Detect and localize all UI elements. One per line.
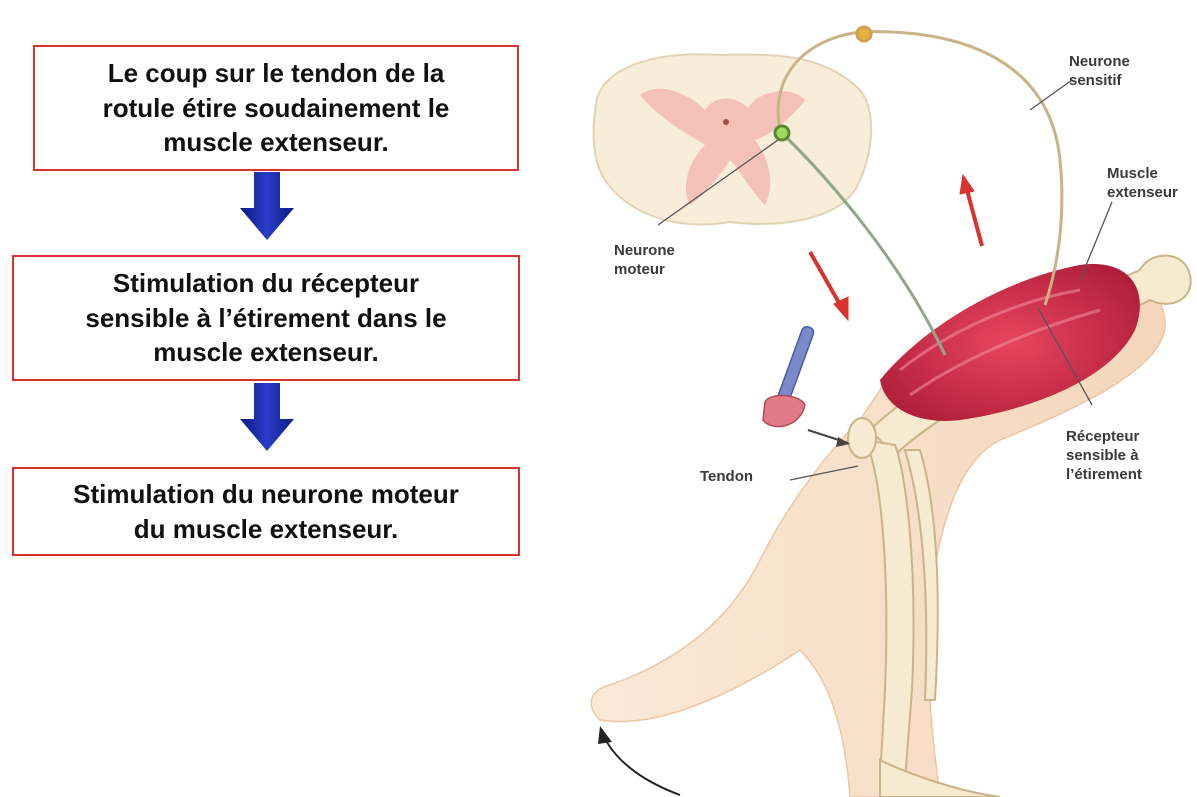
- label-stretch-receptor: Récepteur sensible à l’étirement: [1066, 428, 1142, 484]
- reflex-hammer-icon: [763, 325, 850, 447]
- extensor-muscle: [880, 264, 1140, 421]
- label-sensory-neuron: Neurone sensitif: [1069, 53, 1130, 91]
- spinal-cord: [594, 54, 872, 224]
- label-motor-neuron: Neurone moteur: [614, 242, 675, 280]
- label-extensor-muscle: Muscle extenseur: [1107, 165, 1178, 203]
- label-tendon: Tendon: [700, 468, 753, 487]
- kick-arrow-icon: [598, 726, 680, 795]
